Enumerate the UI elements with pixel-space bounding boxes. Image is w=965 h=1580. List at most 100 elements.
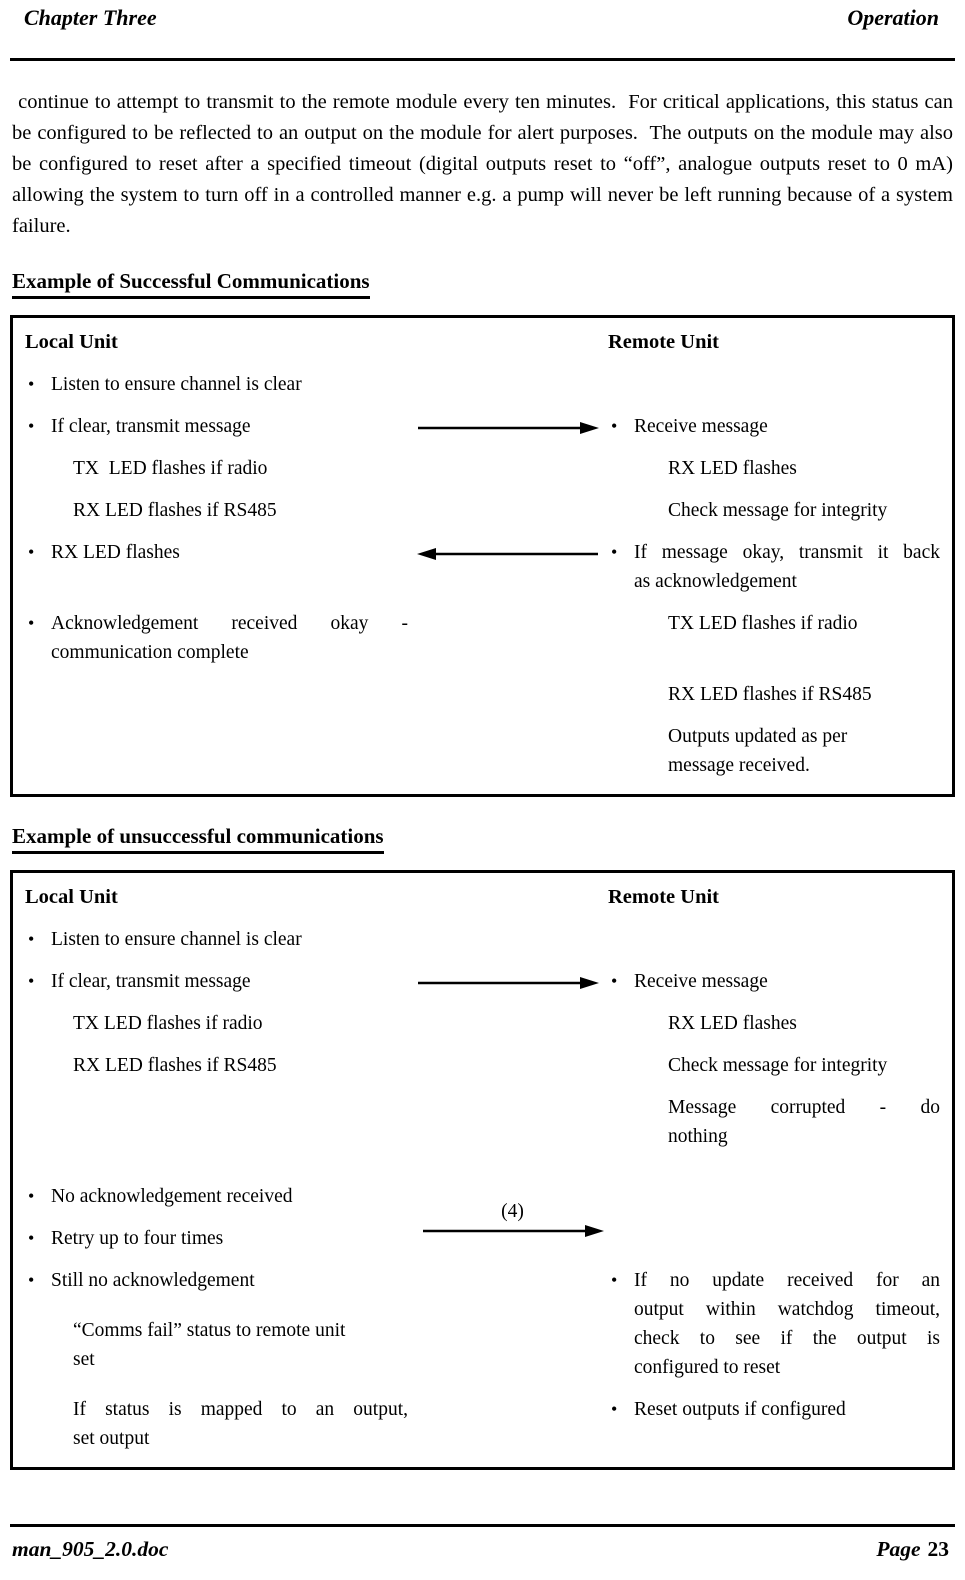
bullet-icon: • [611,971,618,991]
header-rule [10,58,955,61]
empty-cell [408,925,608,954]
local-step: • Still no acknowledgement [25,1266,408,1303]
bullet-icon: • [28,971,35,991]
local-step: • Acknowledgement received okay - commun… [25,609,408,667]
list-item: • If message okay, transmit it back as a… [608,538,940,596]
list-item: • No acknowledgement received [25,1182,408,1211]
step-text: Still no acknowledgement [51,1270,255,1291]
empty-cell [408,1395,608,1453]
step-line: If no update received for an [634,1270,940,1291]
local-step: • No acknowledgement received [25,1182,408,1211]
remote-substep: Check message for integrity [668,500,888,521]
local-step: • Retry up to four times [25,1224,408,1253]
empty-cell [608,370,940,399]
list-item: • Still no acknowledgement [25,1266,408,1295]
remote-substep: Message corrupted - do nothing [608,1093,940,1151]
bullet-icon: • [28,929,35,949]
local-step: • RX LED flashes [25,538,408,596]
bullet-icon: • [28,1186,35,1206]
remote-substep: Check message for integrity [668,1055,888,1076]
heading-unsuccessful-communications: Example of unsuccessful communications [12,823,384,854]
step-text: Receive message [634,416,768,437]
step-line: check to see if the output is [634,1328,940,1349]
step-text: Listen to ensure channel is clear [51,374,302,395]
retry-count-label: (4) [501,1201,524,1222]
remote-step: • If no update received for an output wi… [608,1266,940,1382]
bullet-icon: • [611,416,618,436]
remote-unit-header: Remote Unit [608,331,720,353]
empty-cell [408,370,608,399]
footer-page-label: Page [876,1537,921,1561]
step-text: If clear, transmit message [51,416,251,437]
list-item: • Acknowledgement received okay - commun… [25,609,408,667]
step-text: Listen to ensure channel is clear [51,929,302,950]
remote-unit-header: Remote Unit [608,886,720,908]
list-item: • If clear, transmit message [25,412,408,441]
empty-cell [408,454,608,483]
remote-step: • Receive message [608,967,940,996]
step-text: Receive message [634,971,768,992]
list-item: • Listen to ensure channel is clear [25,925,408,954]
empty-cell [408,328,608,357]
local-step: • If clear, transmit message [25,967,408,996]
empty-cell [408,1009,608,1038]
bullet-icon: • [28,542,35,562]
footer-filename: man_905_2.0.doc [12,1537,169,1561]
local-substep: TX LED flashes if radio [73,458,268,479]
footer-rule [10,1524,955,1527]
step-text: Reset outputs if configured [634,1399,846,1420]
step-text: If message okay, transmit it back as ack… [634,538,940,596]
remote-substep: RX LED flashes [668,1013,797,1034]
step-line: set [73,1349,95,1370]
acknowledge-arrow-cell [408,538,608,596]
header-section-title: Operation [847,5,939,30]
step-line: configured to reset [634,1357,781,1378]
comm-table-unsuccessful: Local Unit Remote Unit • Listen to ensur… [10,870,955,1470]
bullet-icon: • [28,1228,35,1248]
list-item: • If no update received for an output wi… [608,1266,940,1382]
remote-substep: RX LED flashes if RS485 [668,684,872,705]
empty-cell [408,496,608,525]
empty-cell [408,1093,608,1169]
step-text: Acknowledgement received okay - communic… [51,609,408,667]
local-unit-header: Local Unit [25,331,118,353]
empty-cell [408,1316,608,1382]
local-substep: RX LED flashes if RS485 [73,1055,277,1076]
empty-cell [408,883,608,912]
arrow-left-icon [417,548,598,560]
step-line: “Comms fail” status to remote unit [73,1320,346,1341]
remote-step: • Reset outputs if configured [608,1395,940,1453]
step-line: If status is mapped to an output, [73,1399,408,1420]
list-item: • Receive message [608,967,940,996]
step-text: If no update received for an output with… [634,1266,940,1382]
bullet-icon: • [611,1399,618,1419]
bullet-icon: • [28,416,35,436]
local-step: • Listen to ensure channel is clear [25,370,408,399]
step-line: output within watchdog timeout, [634,1299,940,1320]
bullet-icon: • [28,374,35,394]
retry-arrow-cell: (4) [408,1200,608,1253]
step-line: If message okay, transmit it back [634,542,940,563]
arrow-right-icon [418,977,599,989]
step-text: Retry up to four times [51,1228,224,1249]
step-line: Outputs updated as per [668,726,848,747]
step-line: message received. [668,755,810,776]
list-item: • Retry up to four times [25,1224,408,1253]
comm-table-successful: Local Unit Remote Unit • Listen to ensur… [10,315,955,797]
heading-successful-communications: Example of Successful Communications [12,268,370,299]
step-line: Acknowledgement received okay - [51,613,408,634]
empty-cell [608,1224,940,1253]
bullet-icon: • [611,1270,618,1290]
empty-cell [25,680,408,709]
empty-cell [608,1182,940,1211]
bullet-icon: • [28,1270,35,1290]
local-substep: If status is mapped to an output, set ou… [25,1395,408,1453]
remote-step: • If message okay, transmit it back as a… [608,538,940,596]
list-item: • Receive message [608,412,940,441]
list-item: • RX LED flashes [25,538,408,567]
list-item: • Listen to ensure channel is clear [25,370,408,399]
empty-cell [408,1051,608,1080]
bullet-icon: • [611,542,618,562]
